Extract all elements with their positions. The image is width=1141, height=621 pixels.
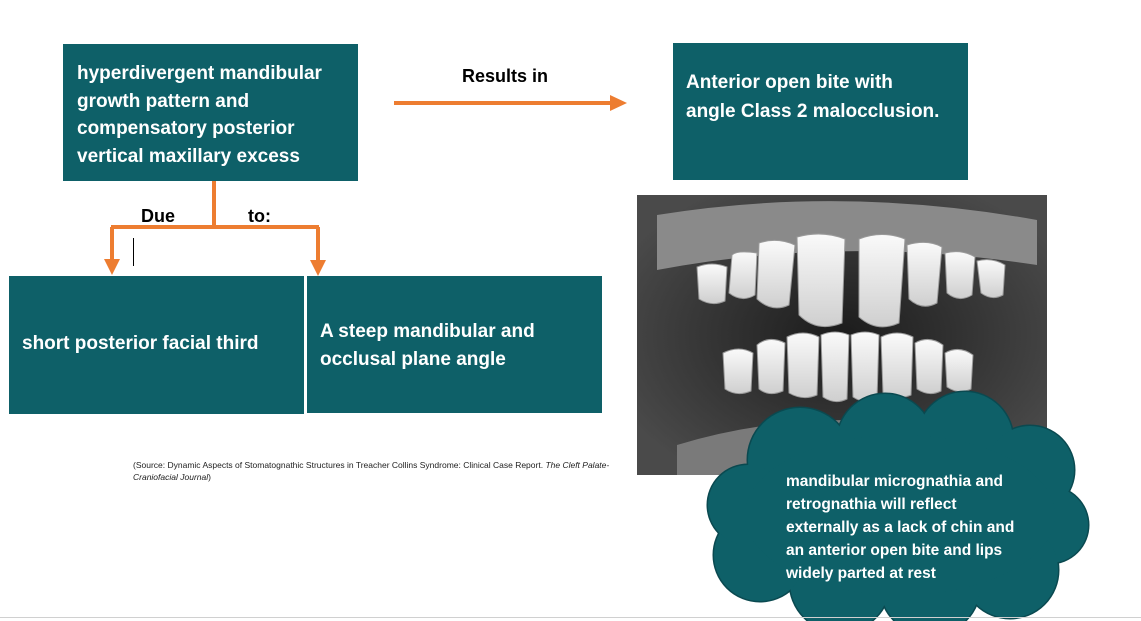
upper-teeth	[696, 233, 1006, 328]
source-prefix: (Source: Dynamic Aspects of Stomatognath…	[133, 460, 546, 470]
source-citation: (Source: Dynamic Aspects of Stomatognath…	[133, 459, 613, 483]
result-box: Anterior open bite with angle Class 2 ma…	[673, 43, 968, 180]
dental-photo	[637, 195, 1047, 475]
bottom-divider	[0, 617, 1141, 618]
short-posterior-box: short posterior facial third	[9, 276, 304, 414]
results-arrow	[394, 95, 627, 111]
source-suffix: )	[208, 472, 211, 482]
steep-angle-text: A steep mandibular and occlusal plane an…	[320, 321, 535, 370]
due-label: Due	[141, 206, 176, 226]
lower-teeth	[722, 331, 974, 403]
cause-box: hyperdivergent mandibular growth pattern…	[63, 44, 358, 181]
cause-text: hyperdivergent mandibular growth pattern…	[77, 63, 322, 167]
cloud-text: mandibular micrognathia and retrognathia…	[786, 473, 1015, 582]
to-label: to:	[248, 206, 271, 226]
text-cursor	[133, 238, 134, 266]
results-in-label: Results in	[462, 66, 549, 86]
due-to-branch-arrow	[104, 181, 326, 276]
source-journal: The Cleft Palate-Craniofacial Journal	[133, 460, 610, 482]
result-text: Anterior open bite with angle Class 2 ma…	[686, 72, 940, 122]
short-posterior-text: short posterior facial third	[22, 333, 259, 354]
steep-angle-box: A steep mandibular and occlusal plane an…	[307, 276, 602, 413]
